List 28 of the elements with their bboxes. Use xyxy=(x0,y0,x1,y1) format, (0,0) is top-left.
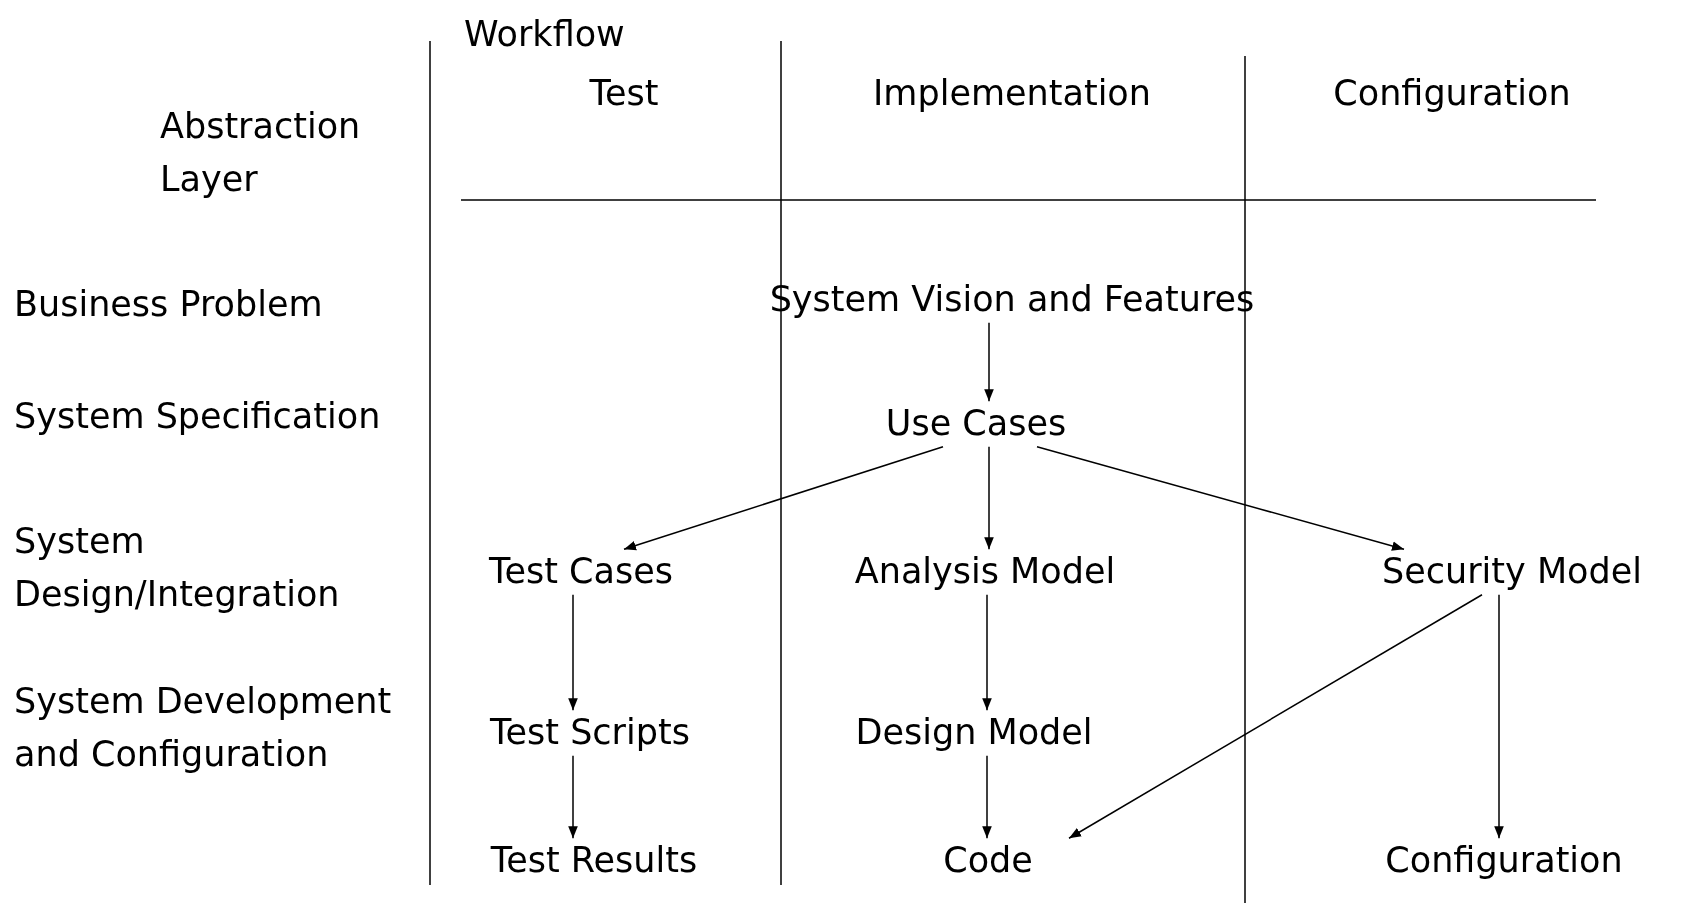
node-label: Use Cases xyxy=(885,401,1067,447)
node-label: Test Scripts xyxy=(490,710,690,756)
row-label: System Development and Configuration xyxy=(14,680,393,776)
arrow xyxy=(568,594,578,711)
arrow xyxy=(623,446,944,551)
row-label: Abstraction Layer xyxy=(160,105,362,201)
row-label: System Design/Integration xyxy=(14,520,341,616)
arrow xyxy=(982,755,992,839)
node-label: Analysis Model xyxy=(854,549,1116,595)
arrow xyxy=(984,322,994,402)
row-label: System Specification xyxy=(14,395,381,438)
column-header: Implementation xyxy=(873,72,1151,116)
node-label: Configuration xyxy=(1385,838,1623,884)
node-label: Test Results xyxy=(490,838,698,884)
column-header: Configuration xyxy=(1333,72,1571,116)
arrow xyxy=(984,446,994,550)
arrow xyxy=(1494,594,1504,839)
node-label: Test Cases xyxy=(489,549,673,595)
arrow xyxy=(982,594,992,711)
node-label: Design Model xyxy=(855,710,1093,756)
row-label: Business Problem xyxy=(14,283,323,326)
arrow xyxy=(568,755,578,839)
node-label: Security Model xyxy=(1382,549,1642,595)
node-label: Code xyxy=(943,838,1033,884)
column-header: Test xyxy=(589,72,659,116)
column-header: Workflow xyxy=(464,13,625,56)
arrow xyxy=(1036,446,1405,551)
arrow xyxy=(1068,594,1483,839)
